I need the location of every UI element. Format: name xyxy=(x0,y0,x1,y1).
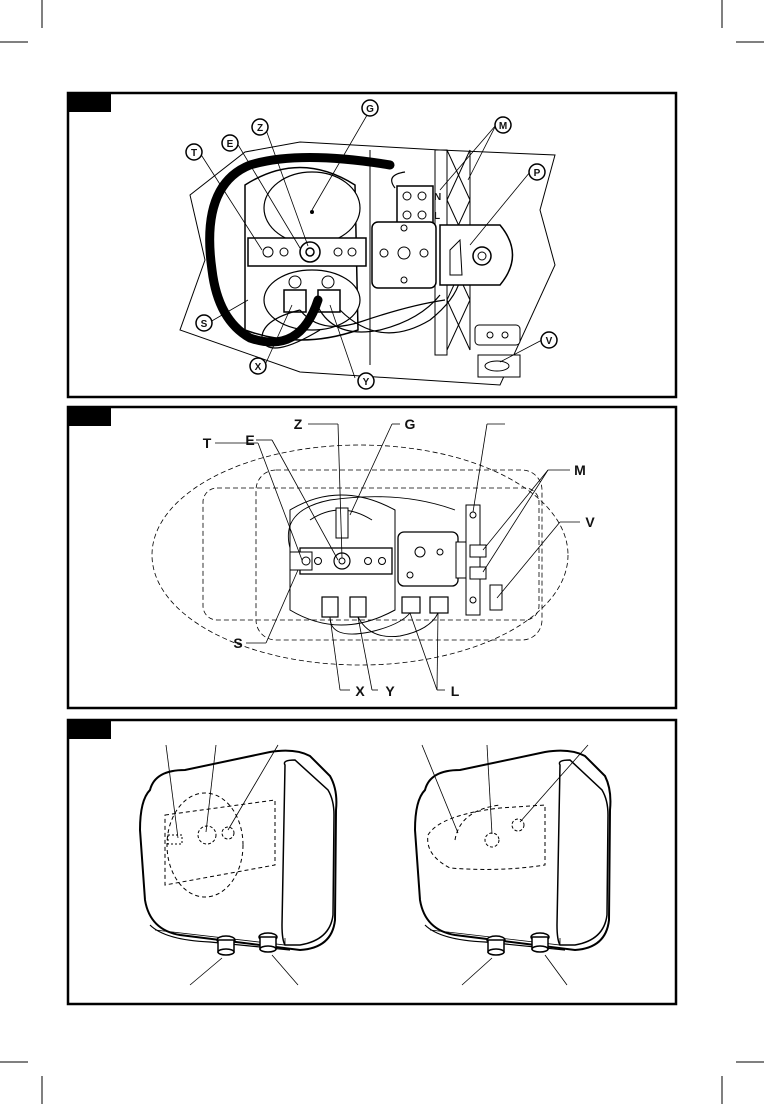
panel-1-tab xyxy=(68,93,111,112)
terminal-n-letter: N xyxy=(434,192,441,203)
panel-2-tab xyxy=(68,407,111,426)
label-y: Y xyxy=(385,683,395,699)
label-e: E xyxy=(222,135,238,151)
label-g: G xyxy=(405,416,416,432)
terminal-l-letter: L xyxy=(434,211,440,222)
label-v: V xyxy=(585,514,595,530)
label-t: T xyxy=(203,435,212,451)
label-g: G xyxy=(362,100,378,116)
label-l: L xyxy=(451,683,460,699)
label-s: S xyxy=(196,315,212,331)
label-y: Y xyxy=(358,373,374,389)
panel-2-schematic-view: Z G T E M V S X Y L xyxy=(68,407,676,708)
label-v: V xyxy=(541,332,557,348)
label-x: X xyxy=(250,358,266,374)
label-m: M xyxy=(495,117,511,133)
heater-right-view xyxy=(415,745,610,985)
svg-text:P: P xyxy=(534,168,541,179)
label-x: X xyxy=(355,683,365,699)
svg-text:T: T xyxy=(191,148,197,159)
panel-3-tab xyxy=(68,720,111,739)
label-s: S xyxy=(233,635,242,651)
svg-text:X: X xyxy=(255,362,262,373)
label-e: E xyxy=(245,432,254,448)
label-t: T xyxy=(186,144,202,160)
label-p: P xyxy=(529,164,545,180)
svg-text:S: S xyxy=(201,319,208,330)
panel-3-heater-exterior-views xyxy=(68,720,676,1004)
svg-text:E: E xyxy=(227,139,234,150)
svg-text:G: G xyxy=(366,104,374,115)
heater-left-view xyxy=(140,745,336,985)
svg-text:Y: Y xyxy=(363,377,370,388)
panel-1-wiring-photo-view: N L G xyxy=(68,93,676,397)
svg-text:V: V xyxy=(546,336,553,347)
label-z: Z xyxy=(252,119,268,135)
svg-text:Z: Z xyxy=(257,123,263,134)
label-m: M xyxy=(574,462,586,478)
svg-text:M: M xyxy=(499,121,507,132)
label-z: Z xyxy=(294,416,303,432)
